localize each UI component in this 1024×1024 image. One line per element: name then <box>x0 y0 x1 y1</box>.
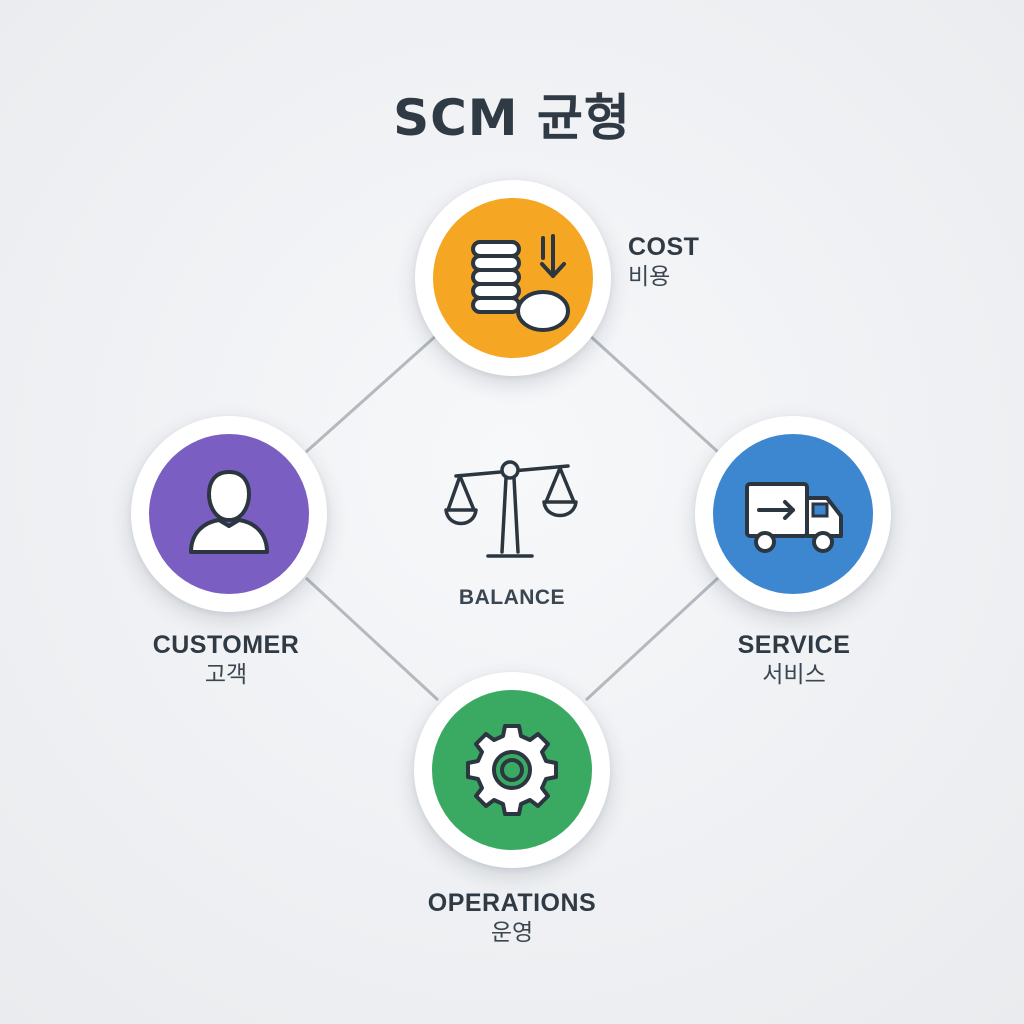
node-service-disc <box>713 434 873 594</box>
diagram-title: SCM 균형 <box>393 89 631 147</box>
node-customer <box>131 416 327 612</box>
node-cost <box>415 180 611 376</box>
node-customer-disc <box>149 434 309 594</box>
node-operations <box>414 672 610 868</box>
label-operations: OPERATIONS 운영 <box>402 888 622 948</box>
label-customer-en: CUSTOMER <box>152 631 300 659</box>
connector-customer-operations <box>304 576 440 702</box>
node-service <box>695 416 891 612</box>
label-operations-ko: 운영 <box>490 920 534 946</box>
label-cost: COST 비용 <box>628 232 768 292</box>
connector-cost-service <box>586 332 720 454</box>
connector-service-operations <box>584 576 720 702</box>
node-operations-disc <box>432 690 592 850</box>
label-operations-en: OPERATIONS <box>427 889 597 917</box>
connector-cost-customer <box>305 332 439 454</box>
label-customer: CUSTOMER 고객 <box>126 630 326 690</box>
label-service-ko: 서비스 <box>762 662 826 688</box>
label-service-en: SERVICE <box>737 631 851 659</box>
label-service: SERVICE 서비스 <box>694 630 894 690</box>
label-cost-ko: 비용 <box>628 264 671 290</box>
balance-label: BALANCE <box>458 586 566 609</box>
gear-icon <box>466 724 558 816</box>
user-icon <box>189 470 269 554</box>
label-customer-ko: 고객 <box>204 662 248 688</box>
label-cost-en: COST <box>628 233 700 261</box>
delivery-truck-icon <box>745 482 843 553</box>
balance-scale-icon <box>444 460 578 558</box>
coins-down-arrow-icon <box>471 234 570 332</box>
node-cost-disc <box>433 198 593 358</box>
